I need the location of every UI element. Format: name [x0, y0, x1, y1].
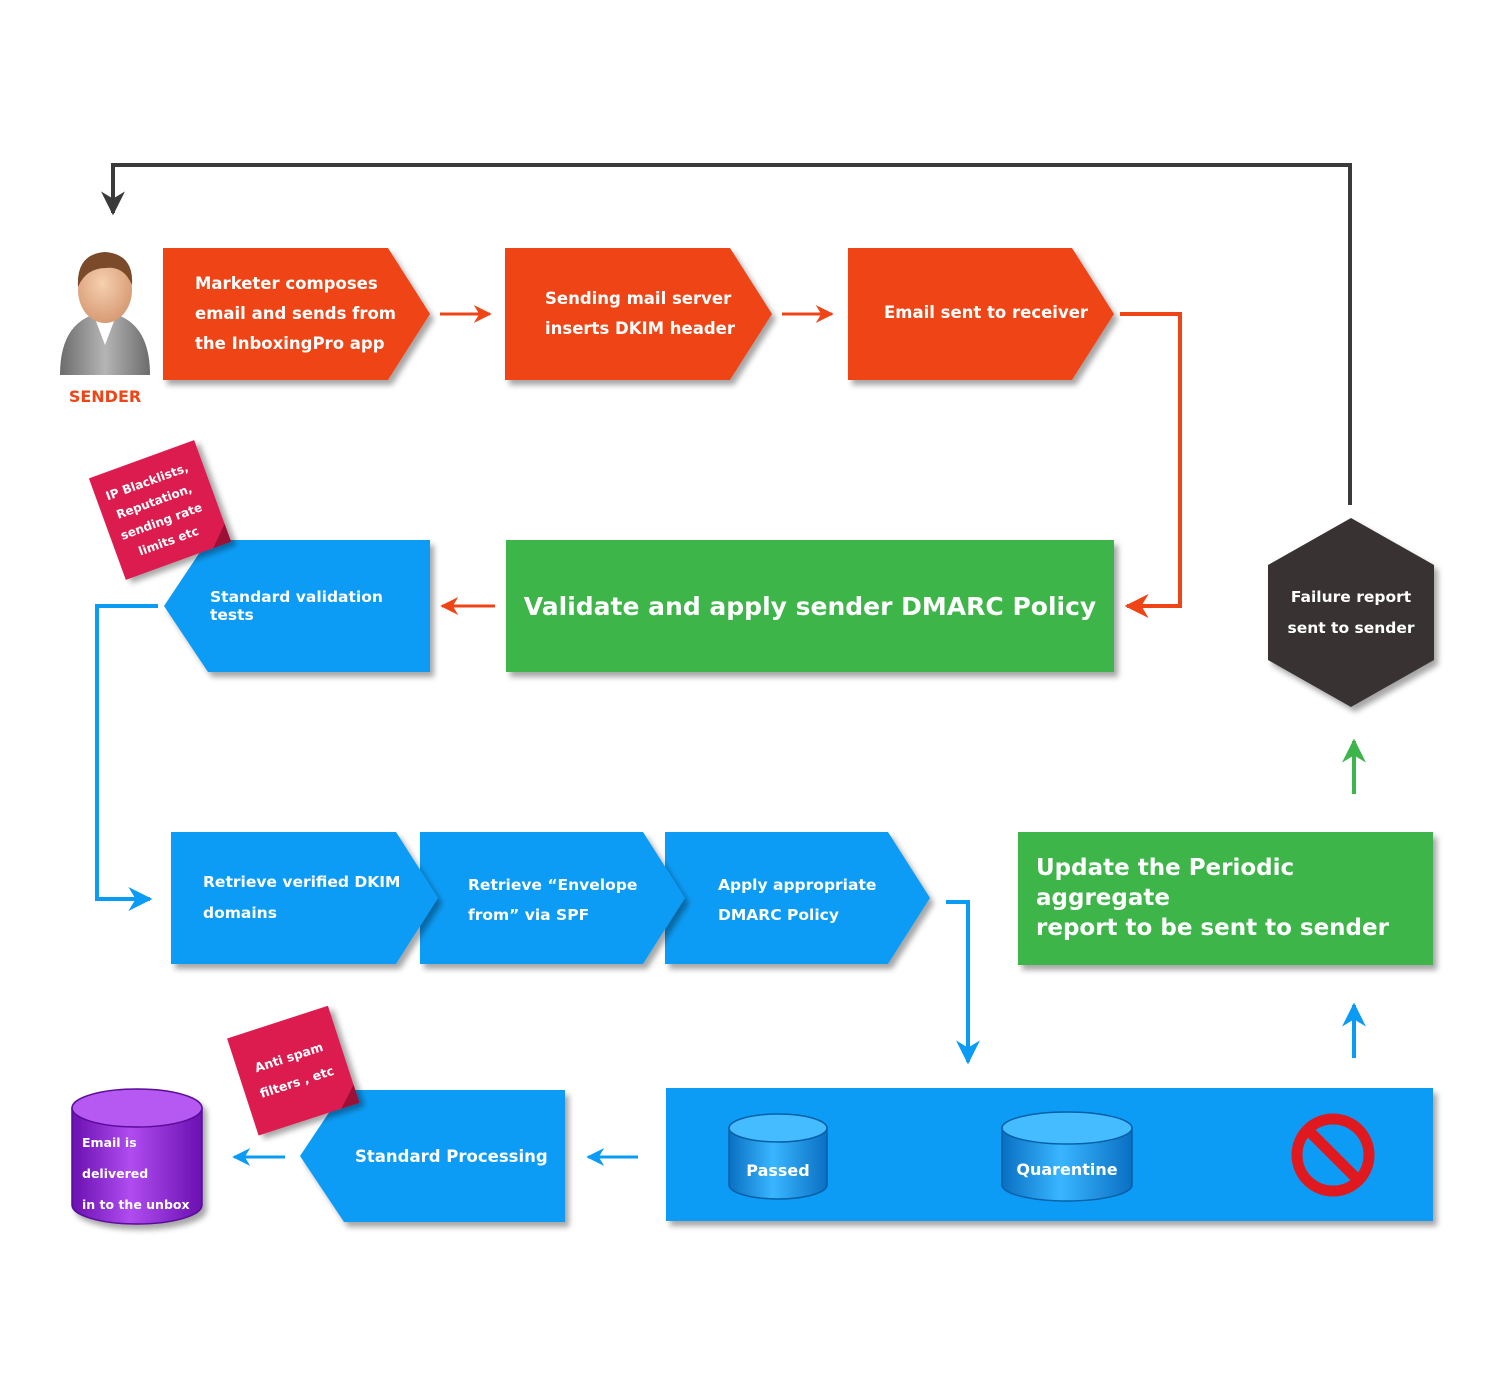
connector-sent-to-validate [1120, 312, 1182, 618]
step-apply-policy: Apply appropriate DMARC Policy [718, 876, 877, 924]
step-dkim-insert: Sending mail server inserts DKIM header [545, 289, 735, 338]
step-sent-receiver-shape [848, 248, 1114, 380]
step-retrieve-dkim-shape [171, 832, 438, 964]
step-validate-shape [506, 540, 1114, 672]
database-icon [1001, 1111, 1133, 1202]
step-update-report-shape [1018, 832, 1433, 965]
step-failure-report: Failure report sent to sender [1287, 588, 1415, 637]
step-retrieve-spf: Retrieve “Envelope from” via SPF [468, 876, 638, 924]
step-validate: Validate and apply sender DMARC Policy [523, 591, 1097, 621]
database-icon [71, 1088, 203, 1225]
step-standard-tests-shape [164, 540, 430, 672]
connector-policy-to-outcomes [946, 900, 980, 1065]
database-icon [728, 1113, 828, 1200]
outcome-quarantine: Quarentine [1016, 1159, 1118, 1179]
step-standard-processing-shape [300, 1090, 565, 1222]
step-delivered: Email is delivered in to the unbox [82, 1134, 190, 1212]
antispam-note-shape [227, 1005, 360, 1136]
outcome-passed: Passed [746, 1160, 810, 1180]
connector-tests-to-retrieve [95, 604, 158, 911]
connector-failure-to-sender [101, 163, 1352, 505]
step-compose: Marketer composes email and sends from t… [195, 274, 396, 353]
sender-label: SENDER [68, 386, 142, 406]
step-retrieve-dkim: Retrieve verified DKIM domains [203, 873, 401, 922]
step-compose-shape [163, 248, 430, 380]
step-standard-processing: Standard Processing [355, 1146, 548, 1166]
blacklist-note-shape [88, 440, 232, 580]
person-avatar-icon [60, 252, 150, 375]
step-update-report: Update the Periodic aggregate report to … [1036, 855, 1389, 941]
step-sent-receiver: Email sent to receiver [884, 302, 1089, 322]
step-retrieve-spf-shape [420, 832, 685, 964]
step-failure-report-shape [1268, 518, 1434, 707]
step-dkim-insert-shape [505, 248, 772, 380]
blocked-icon [1291, 1113, 1375, 1197]
step-apply-policy-shape [665, 832, 930, 964]
step-standard-tests: Standard validation tests [210, 588, 383, 624]
